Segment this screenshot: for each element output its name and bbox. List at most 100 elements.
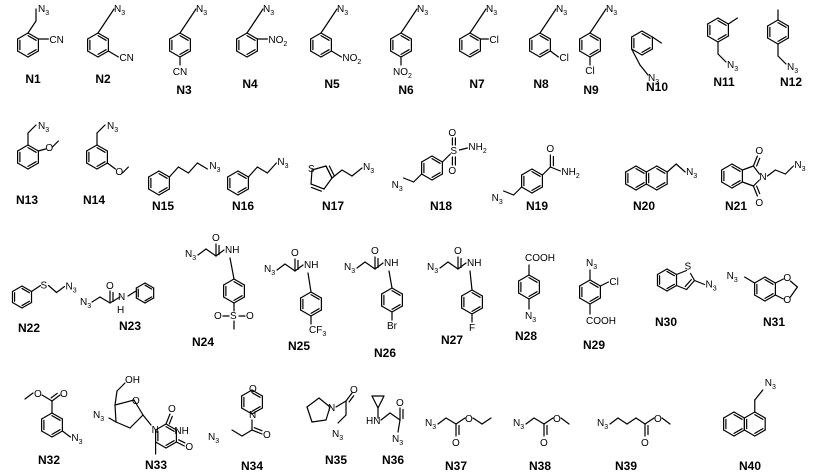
bond bbox=[756, 157, 761, 167]
bond bbox=[635, 182, 645, 188]
bond bbox=[441, 153, 451, 163]
bond bbox=[21, 287, 31, 294]
atom-label: NO2 bbox=[268, 35, 287, 48]
bond bbox=[96, 124, 106, 134]
bond bbox=[754, 389, 764, 401]
bond bbox=[178, 439, 186, 444]
bond bbox=[723, 411, 735, 419]
bond bbox=[666, 283, 676, 290]
bond bbox=[175, 441, 185, 447]
compound-label: N21 bbox=[725, 199, 747, 213]
compound-label: N23 bbox=[119, 319, 141, 333]
bond bbox=[253, 427, 263, 432]
atom-label: S bbox=[41, 281, 48, 292]
bond bbox=[471, 307, 483, 315]
compound-label: N24 bbox=[192, 335, 214, 349]
azide-label: N3 bbox=[425, 418, 436, 431]
bond bbox=[236, 50, 248, 58]
bond bbox=[733, 428, 743, 434]
bond bbox=[246, 32, 258, 40]
compound-label: N28 bbox=[515, 329, 537, 343]
bond bbox=[179, 32, 191, 40]
atom-label: O bbox=[291, 248, 299, 259]
bond bbox=[251, 407, 263, 415]
atom-label: O bbox=[246, 311, 254, 322]
bond bbox=[675, 269, 688, 276]
bond bbox=[116, 382, 126, 392]
bond bbox=[168, 415, 173, 425]
bond bbox=[666, 163, 677, 173]
compound-label: N32 bbox=[38, 453, 60, 467]
bond bbox=[310, 32, 322, 40]
bond bbox=[87, 32, 99, 40]
bond bbox=[589, 297, 601, 305]
compound-label: N27 bbox=[441, 333, 463, 347]
bond bbox=[457, 262, 467, 270]
azide-label: N3 bbox=[513, 418, 524, 431]
bond bbox=[114, 399, 135, 406]
bond bbox=[179, 20, 189, 34]
bond bbox=[539, 20, 549, 34]
bond bbox=[461, 307, 473, 315]
bond bbox=[320, 49, 330, 55]
azide-label: N3 bbox=[80, 297, 91, 310]
atom-label: N bbox=[118, 292, 125, 303]
bond bbox=[528, 292, 540, 300]
bond bbox=[579, 32, 591, 40]
bond bbox=[144, 284, 153, 290]
bond bbox=[17, 32, 29, 40]
bond bbox=[707, 35, 719, 43]
atom-label: O bbox=[45, 143, 53, 154]
bond bbox=[380, 412, 391, 421]
bond bbox=[179, 50, 191, 58]
bond bbox=[717, 20, 727, 26]
bond bbox=[233, 281, 243, 287]
bond bbox=[21, 300, 31, 307]
bond bbox=[345, 392, 353, 402]
atom-label: S bbox=[308, 164, 315, 175]
bond bbox=[589, 282, 599, 288]
bond bbox=[752, 179, 760, 187]
compound-label: N26 bbox=[374, 346, 396, 360]
bond bbox=[752, 165, 760, 175]
bond bbox=[684, 278, 692, 288]
bond bbox=[400, 32, 412, 40]
bond bbox=[17, 144, 29, 152]
azide-label: N3 bbox=[556, 4, 567, 17]
atom-label: NH bbox=[304, 260, 318, 271]
azide-label: N3 bbox=[337, 4, 348, 17]
bond bbox=[721, 181, 733, 189]
bond bbox=[115, 421, 131, 429]
bond bbox=[777, 55, 787, 65]
bond bbox=[215, 249, 225, 257]
bond bbox=[431, 158, 441, 164]
bond bbox=[97, 49, 107, 55]
bond bbox=[96, 162, 108, 170]
bond bbox=[158, 188, 170, 196]
azide-label: N3 bbox=[263, 4, 274, 17]
bond bbox=[247, 166, 258, 178]
atom-label: O bbox=[168, 404, 176, 415]
atom-label: COOH bbox=[586, 316, 616, 327]
bond bbox=[529, 50, 541, 58]
bond bbox=[227, 188, 239, 196]
azide-label: N3 bbox=[363, 162, 374, 175]
bond bbox=[348, 395, 355, 403]
bond bbox=[789, 280, 798, 288]
atom-label: O bbox=[654, 414, 662, 425]
atom-label: NH bbox=[384, 258, 398, 269]
bond bbox=[531, 185, 541, 191]
compound-label: N30 bbox=[655, 315, 677, 329]
azide-label: N3 bbox=[209, 161, 220, 174]
bond bbox=[741, 165, 754, 171]
bond bbox=[531, 186, 543, 194]
azide-label: N3 bbox=[648, 73, 659, 86]
